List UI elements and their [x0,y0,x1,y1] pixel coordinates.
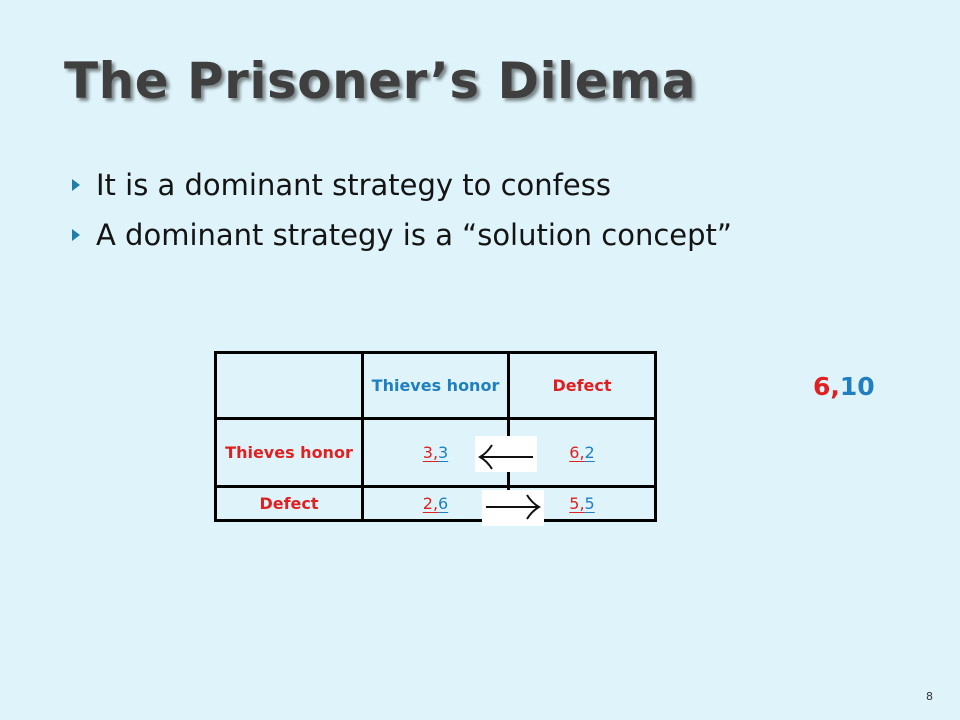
payoff-separator: , [432,494,439,513]
payoff-player1: 2 [422,494,433,513]
bullet-list: It is a dominant strategy to confess A d… [72,160,732,260]
matrix-header-row: Thieves honor Defect [214,351,657,420]
row-header-defect: Defect [214,485,364,522]
right-arrow-icon [482,490,544,526]
triangle-bullet-icon [72,229,80,241]
payoff-player2: 6 [438,494,449,513]
matrix-row: Thieves honor 3,3 6,2 [214,417,657,488]
payoff-cell: 6,2 [507,417,657,488]
bullet-item: It is a dominant strategy to confess [72,160,732,210]
bullet-text: A dominant strategy is a “solution conce… [96,218,732,252]
payoff-player1: 3 [422,443,433,462]
bullet-item: A dominant strategy is a “solution conce… [72,210,732,260]
col-header-defect: Defect [507,351,657,420]
payoff-player2: 3 [438,443,449,462]
outcome-separator: , [830,372,840,401]
row-header-thieves-honor: Thieves honor [214,417,364,488]
payoff-player2: 2 [584,443,595,462]
outcome-payoff: 6,10 [813,372,875,401]
payoff-separator: , [579,494,585,513]
payoff-player1: 6 [569,443,580,462]
payoff-matrix: Thieves honor Defect Thieves honor 3,3 6… [214,351,657,522]
outcome-player2: 10 [839,372,875,401]
payoff-separator: , [432,443,439,462]
bullet-text: It is a dominant strategy to confess [96,168,611,202]
slide-title: The Prisoner’s Dilema [64,52,697,110]
left-arrow-icon [475,436,537,472]
triangle-bullet-icon [72,179,80,191]
matrix-corner-cell [214,351,364,420]
col-header-thieves-honor: Thieves honor [361,351,510,420]
payoff-player1: 5 [569,494,580,513]
outcome-player1: 6 [813,372,831,401]
matrix-row: Defect 2,6 5,5 [214,485,657,522]
payoff-player2: 5 [584,494,595,513]
payoff-separator: , [579,443,585,462]
slide-number: 8 [926,690,933,703]
